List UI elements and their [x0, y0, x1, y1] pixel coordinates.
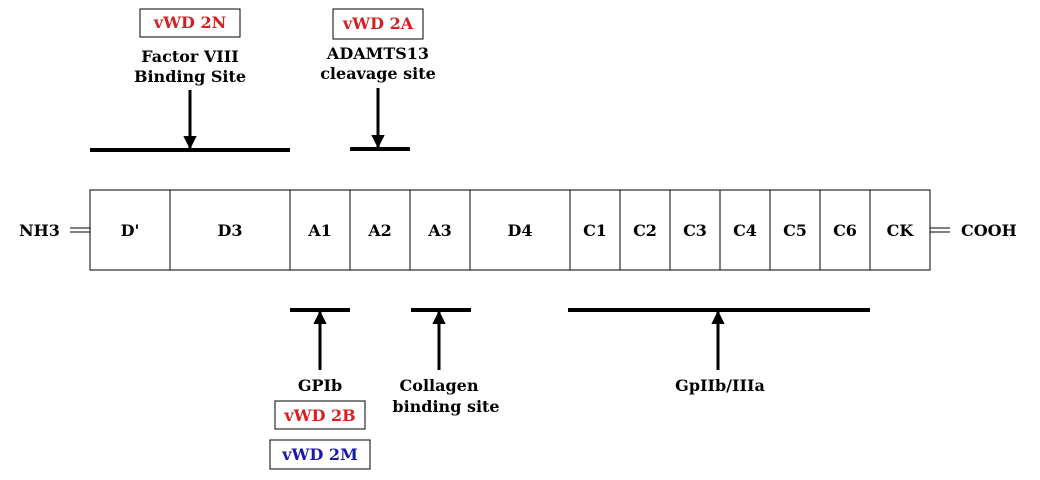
domain-box-c4 — [719, 189, 771, 271]
domain-box-c1 — [569, 189, 621, 271]
protein-backbone: NH3 D' D3 A1 A2 A3 D4 C1 C2 C3 C4 C5 C6 CK COOH — [19, 189, 1017, 271]
domain-row: D' D3 A1 A2 A3 D4 C1 C2 C3 C4 C5 C6 CK — [89, 189, 931, 271]
vwd-2n-tag-box — [139, 8, 241, 38]
domain-box-d4 — [469, 189, 571, 271]
domain-a3: A3 — [409, 189, 471, 271]
domain-d: D' — [89, 189, 171, 271]
factor8-label-line1: Factor VIII — [141, 47, 239, 66]
domain-d3: D3 — [169, 189, 291, 271]
domain-c1: C1 — [569, 189, 621, 271]
gpiib-label: GpIIb/IIIa — [675, 376, 765, 395]
domain-c6: C6 — [819, 189, 871, 271]
domain-label-ck: CK — [887, 221, 915, 240]
domain-a2: A2 — [349, 189, 411, 271]
domain-label-c5: C5 — [783, 221, 807, 240]
collagen-label-line1: Collagen — [400, 376, 479, 395]
factor8-annotation: vWD 2N Factor VIII Binding Site — [90, 8, 290, 152]
factor8-label-line2: Binding Site — [134, 67, 246, 86]
domain-label-c2: C2 — [633, 221, 657, 240]
domain-c4: C4 — [719, 189, 771, 271]
domain-label-d3: D3 — [217, 221, 242, 240]
domain-label-c1: C1 — [583, 221, 607, 240]
domain-box-c2 — [619, 189, 671, 271]
gpib-label: GPIb — [298, 376, 342, 395]
domain-c5: C5 — [769, 189, 821, 271]
domain-c2: C2 — [619, 189, 671, 271]
domain-label-a3: A3 — [427, 221, 452, 240]
domain-box-ck — [869, 189, 931, 271]
collagen-annotation: Collagen binding site — [392, 308, 500, 416]
domain-box-c3 — [669, 189, 721, 271]
domain-box-a1 — [289, 189, 351, 271]
domain-label-a1: A1 — [307, 221, 332, 240]
domain-label-c4: C4 — [733, 221, 757, 240]
n-terminus-label: NH3 — [19, 221, 60, 240]
domain-label-d4: D4 — [507, 221, 532, 240]
domain-a1: A1 — [289, 189, 351, 271]
vwd-2a-tag: vWD 2A — [342, 14, 414, 33]
domain-label-d: D' — [121, 221, 140, 240]
domain-box-d3 — [169, 189, 291, 271]
adamts13-label-line1: ADAMTS13 — [326, 44, 429, 63]
domain-box-a2 — [349, 189, 411, 271]
adamts13-label-line2: cleavage site — [320, 64, 436, 83]
domain-box-c5 — [769, 189, 821, 271]
domain-label-c3: C3 — [683, 221, 707, 240]
domain-label-c6: C6 — [833, 221, 857, 240]
domain-box-c6 — [819, 189, 871, 271]
domain-ck: CK — [869, 189, 931, 271]
collagen-label-line2: binding site — [392, 397, 499, 416]
vwd-2m-tag-box — [269, 439, 371, 470]
domain-c3: C3 — [669, 189, 721, 271]
domain-d4: D4 — [469, 189, 571, 271]
vwd-2n-tag: vWD 2N — [153, 13, 226, 32]
vwd-2b-tag-box — [274, 400, 366, 430]
gpiib-annotation: GpIIb/IIIa — [568, 308, 870, 395]
c-terminus-label: COOH — [961, 221, 1017, 240]
gpib-annotation: GPIb vWD 2B vWD 2M — [269, 308, 371, 470]
vwd-2m-tag: vWD 2M — [281, 445, 358, 464]
vwd-2b-tag: vWD 2B — [283, 406, 355, 425]
vwd-2a-tag-box — [332, 8, 424, 40]
domain-box-a3 — [409, 189, 471, 271]
adamts13-annotation: vWD 2A ADAMTS13 cleavage site — [320, 8, 436, 151]
domain-label-a2: A2 — [367, 221, 392, 240]
